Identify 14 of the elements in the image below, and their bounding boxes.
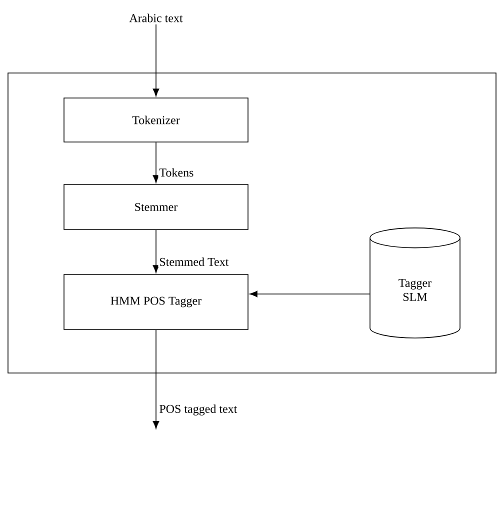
input-label: Arabic text [129,14,183,22]
process-box: HMM POS Tagger [64,274,248,330]
process-box: Tokenizer [64,98,248,142]
system-frame [8,72,496,374]
edge-label: Stemmed Text [158,256,230,267]
database-cylinder: Tagger SLM [370,228,460,338]
arrow [152,330,160,429]
arrow [152,142,160,183]
arrow [152,24,160,96]
edge-label: POS tagged text [158,404,238,416]
edge-label: Tokens [158,167,195,178]
arrow [152,230,160,273]
process-box: Stemmer [64,184,248,230]
arrow [250,290,370,298]
